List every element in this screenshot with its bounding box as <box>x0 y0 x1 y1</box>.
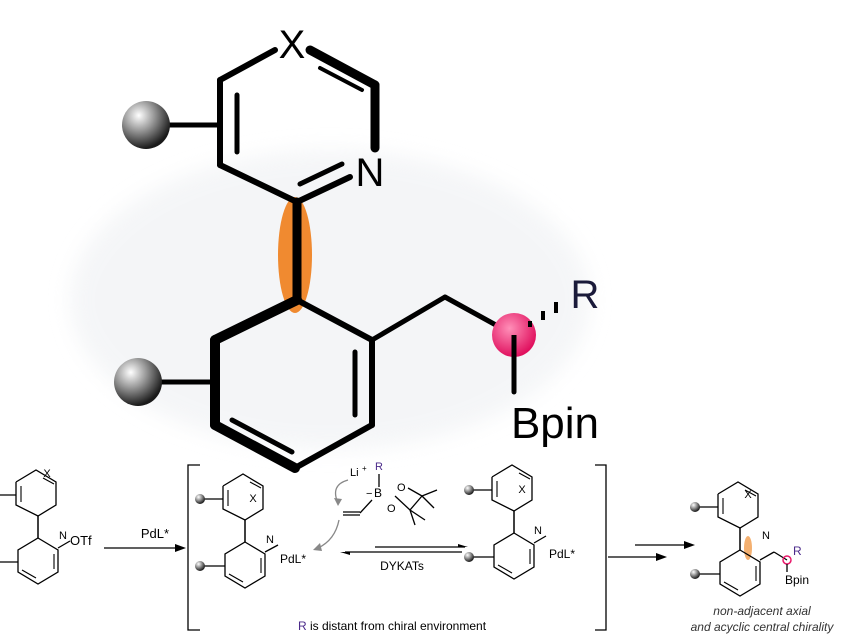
svg-text:X: X <box>518 484 526 496</box>
bpin-label: Bpin <box>511 399 599 448</box>
intermediate-2: X N PdL* <box>463 464 575 580</box>
intermediate-1: X N PdL* <box>194 473 306 589</box>
svg-text:N: N <box>762 530 770 542</box>
svg-text:+: + <box>362 464 367 473</box>
substituent-ball <box>122 101 170 149</box>
caption-line-1: non-adjacent axial <box>713 604 811 618</box>
svg-text:PdL*: PdL* <box>280 552 306 566</box>
svg-text:N: N <box>59 530 67 542</box>
svg-text:O: O <box>387 503 396 515</box>
svg-text:Li: Li <box>350 467 359 479</box>
svg-text:−: − <box>366 488 372 500</box>
product: X N R Bpin <box>689 481 809 597</box>
substituent-ball <box>114 358 162 406</box>
svg-text:X: X <box>744 489 752 501</box>
otf-label: OTf <box>70 533 92 548</box>
svg-text:N: N <box>534 525 542 537</box>
hashed-wedge <box>528 302 558 327</box>
pdl-reagent: PdL* <box>141 526 169 541</box>
svg-text:R: R <box>375 461 383 473</box>
background-glow <box>70 150 590 450</box>
caption-line-2: and acyclic central chirality <box>691 620 835 634</box>
r-label: R <box>571 273 600 317</box>
svg-text:N: N <box>266 534 274 546</box>
svg-text:O: O <box>397 482 406 494</box>
main-molecule <box>157 45 517 473</box>
ring-atom-x: X <box>279 23 306 67</box>
nitrogen-label: N <box>356 151 385 195</box>
svg-text:B: B <box>374 486 382 500</box>
bracket-left <box>187 464 200 631</box>
svg-text:Bpin: Bpin <box>785 573 809 587</box>
svg-text:X: X <box>43 468 51 480</box>
substrate: X N OTf <box>0 468 92 585</box>
r-distance-note: R is distant from chiral environment <box>298 619 487 633</box>
svg-text:R: R <box>793 544 802 558</box>
bracket-right <box>595 464 607 631</box>
svg-text:PdL*: PdL* <box>549 547 575 561</box>
dykat-label: DYKATs <box>380 559 424 573</box>
svg-text:X: X <box>249 493 257 505</box>
